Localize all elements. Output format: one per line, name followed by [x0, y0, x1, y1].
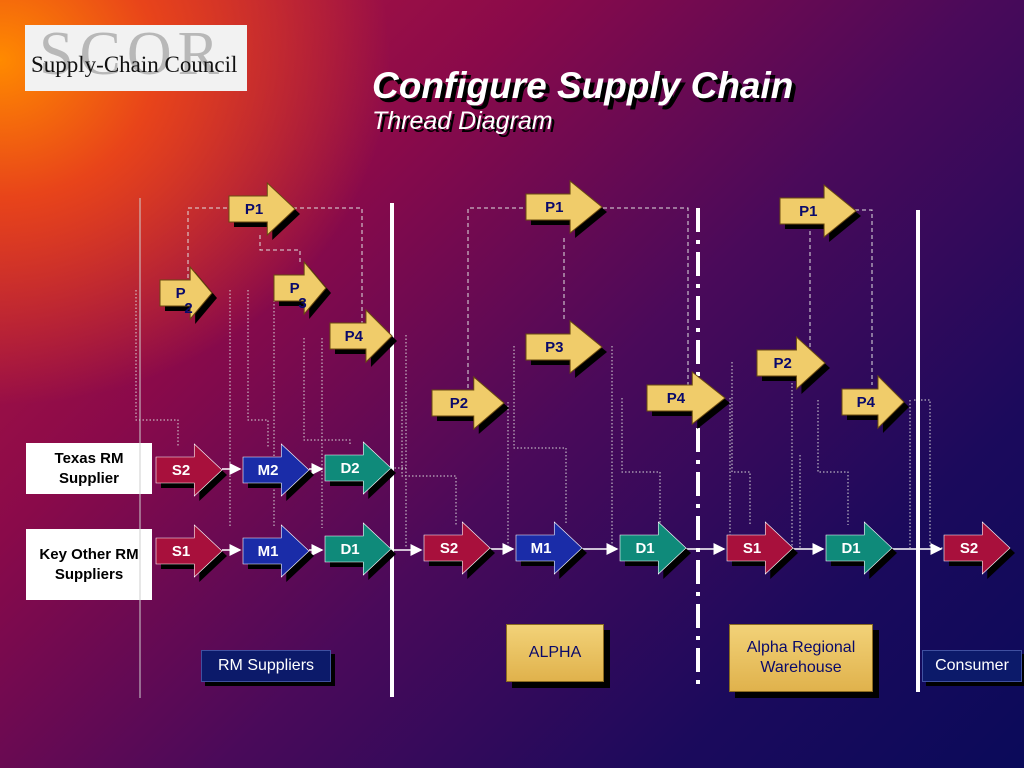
node-label: P2: [450, 395, 468, 412]
zone-alpha: ALPHA: [506, 624, 604, 682]
node-label: S2: [440, 540, 458, 557]
node-wh-d1: D1: [825, 521, 897, 579]
node-label: P: [176, 285, 186, 302]
node-arrow-shape: [825, 521, 893, 575]
zone-alpha-regional-warehouse: Alpha Regional Warehouse: [729, 624, 873, 692]
node-arrow-shape: [515, 521, 583, 575]
node-label: M2: [258, 462, 279, 479]
node-rm-s1: S1: [155, 524, 227, 582]
texas-rm-supplier-label: Texas RM Supplier: [26, 443, 152, 494]
node-al-d1: D1: [619, 521, 691, 579]
node-arrow-shape: [159, 265, 213, 321]
scor-logo: SCOR Supply-Chain Council: [25, 25, 247, 91]
node-arrow-shape: [329, 308, 393, 364]
header: Configure Supply Chain Thread Diagram: [372, 66, 793, 136]
node-arrow-shape: [525, 179, 603, 235]
node-arrow-shape: [324, 522, 392, 576]
dotted-connector-18: [914, 399, 944, 549]
node-label: D2: [340, 460, 359, 477]
node-al-m1: M1: [515, 521, 587, 579]
node-label: P1: [799, 203, 817, 220]
node-arrow-shape: [943, 521, 1011, 575]
node-rm-d2: D2: [324, 441, 396, 499]
node-arrow-shape: [619, 521, 687, 575]
node-al-p1: P1: [525, 179, 607, 238]
dotted-connector-2: [247, 290, 269, 447]
dividers: [139, 198, 920, 698]
node-arrow-shape: [841, 374, 905, 430]
node-label: S1: [172, 543, 190, 560]
dotted-connector-0: [135, 290, 179, 447]
key-other-rm-suppliers-label: Key Other RM Suppliers: [26, 529, 152, 600]
node-label: S2: [960, 540, 978, 557]
node-label: D1: [841, 540, 860, 557]
node-arrow-shape: [273, 260, 327, 316]
node-label: M1: [531, 540, 552, 557]
node-label: P4: [667, 390, 686, 407]
node-arrow-shape: [324, 441, 392, 495]
node-label-sub: 2: [184, 300, 192, 317]
node-label: M1: [258, 543, 279, 560]
dotted-connector-10: [513, 346, 567, 525]
node-wh-p1: P1: [779, 183, 861, 242]
dotted-connector-16: [817, 400, 849, 525]
node-rm-p4: P4: [329, 308, 397, 367]
node-label: P2: [774, 355, 792, 372]
connectors: [135, 207, 944, 556]
node-al-s2: S2: [423, 521, 495, 579]
node-arrow-shape: [155, 443, 223, 497]
node-label: D1: [340, 541, 359, 558]
node-wh-p4: P4: [841, 374, 909, 433]
node-arrow-shape: [155, 524, 223, 578]
zone-rm-suppliers: RM Suppliers: [201, 650, 331, 682]
node-rm-p2: P2: [159, 265, 217, 324]
node-al-p2: P2: [431, 375, 509, 434]
node-arrow-shape: [242, 443, 310, 497]
node-rm-p1: P1: [228, 181, 300, 240]
dashed-connector-1: [259, 235, 301, 262]
node-arrow-shape: [242, 524, 310, 578]
node-rm-d1: D1: [324, 522, 396, 580]
node-rm-p3: P3: [273, 260, 331, 319]
dotted-connector-14: [731, 362, 751, 525]
node-label: P1: [245, 201, 263, 218]
zone-consumer: Consumer: [922, 650, 1022, 682]
node-label: S2: [172, 462, 190, 479]
node-label: S1: [743, 540, 761, 557]
node-rm-m2: M2: [242, 443, 314, 501]
page-subtitle: Thread Diagram: [372, 107, 553, 135]
node-arrow-shape: [525, 319, 603, 375]
page-title: Configure Supply Chain: [372, 65, 794, 106]
logo-name: Supply-Chain Council: [31, 52, 238, 77]
node-label: P1: [545, 199, 563, 216]
node-al-p4: P4: [646, 370, 730, 429]
node-label: P4: [857, 394, 876, 411]
node-arrow-shape: [431, 375, 505, 431]
node-rm-m1: M1: [242, 524, 314, 582]
node-cs-s2: S2: [943, 521, 1015, 579]
node-label: P3: [545, 339, 563, 356]
logo-mark: SCOR: [39, 25, 225, 88]
node-rm-s2: S2: [155, 443, 227, 501]
node-wh-s1: S1: [726, 521, 798, 579]
dotted-connector-4: [303, 338, 351, 446]
node-arrow-shape: [646, 370, 726, 426]
node-label: D1: [635, 540, 654, 557]
node-arrow-shape: [423, 521, 491, 575]
node-arrow-shape: [779, 183, 857, 239]
node-wh-p2: P2: [756, 335, 830, 394]
node-al-p3: P3: [525, 319, 607, 378]
dotted-connector-12: [621, 398, 661, 525]
node-label: P: [290, 280, 300, 297]
node-arrow-shape: [756, 335, 826, 391]
node-arrow-shape: [726, 521, 794, 575]
node-label: P4: [345, 328, 364, 345]
node-arrow-shape: [228, 181, 296, 237]
node-label-sub: 3: [298, 295, 306, 312]
